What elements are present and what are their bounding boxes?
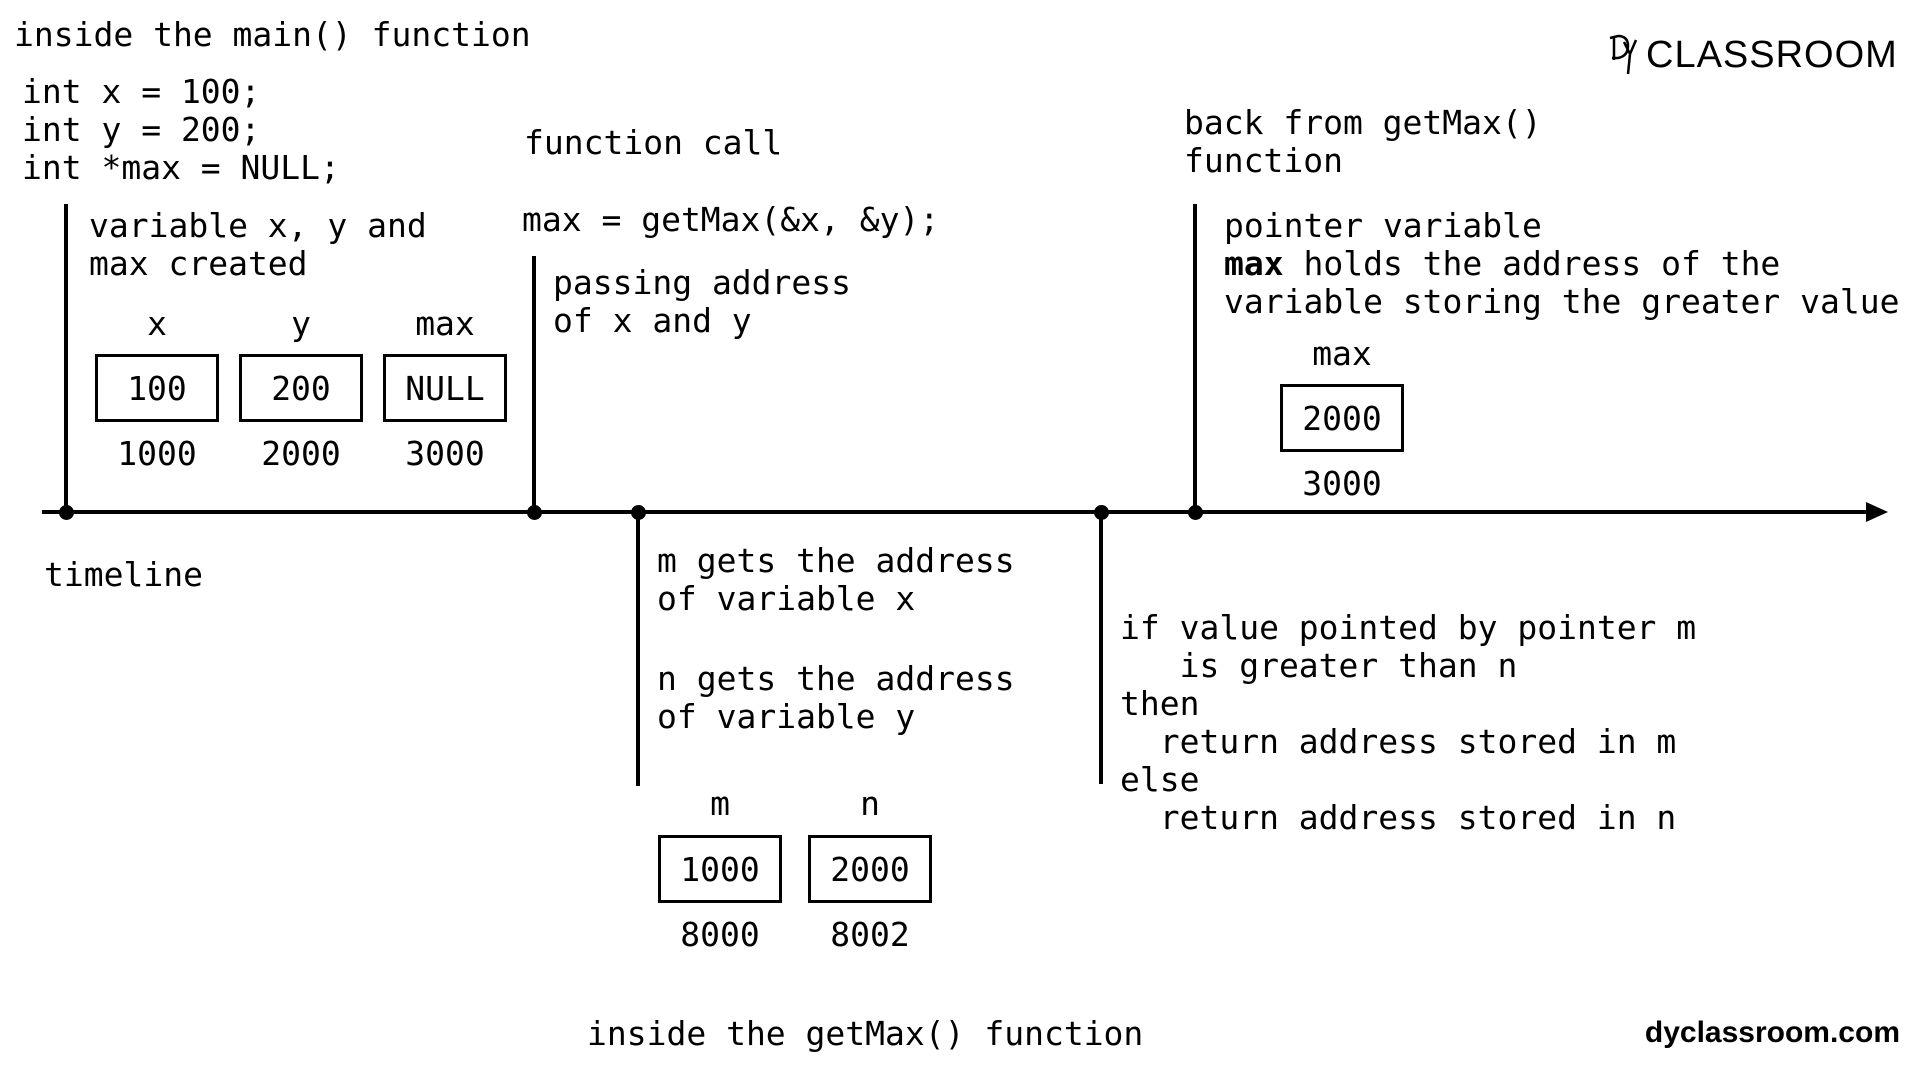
timeline-label: timeline — [44, 555, 203, 594]
var-m-box: 1000 — [658, 835, 782, 903]
var-m-value: 1000 — [680, 849, 760, 889]
stage5-marker — [1193, 204, 1197, 512]
stage3-dot — [631, 505, 646, 520]
function-call-code: max = getMax(&x, &y); — [522, 200, 940, 239]
var-n-name: n — [860, 784, 880, 823]
back-heading-line1: back from getMax() — [1184, 103, 1542, 142]
var-max-value: NULL — [405, 368, 485, 408]
stage3-note-m-line1: m gets the address — [657, 541, 1015, 580]
stage2-dot — [527, 505, 542, 520]
var-max-name: max — [415, 304, 475, 343]
stage4-marker — [1099, 512, 1103, 784]
var-x-name: x — [147, 304, 167, 343]
stage5-note-line1: pointer variable — [1224, 206, 1542, 245]
var-max-box: NULL — [383, 354, 507, 422]
stage2-marker — [532, 256, 536, 512]
stage3-note-n-line1: n gets the address — [657, 659, 1015, 698]
logic-line-4: return address stored in m — [1120, 722, 1677, 761]
var-y-name: y — [291, 304, 311, 343]
stage3-note-m-line2: of variable x — [657, 579, 916, 618]
var-y-box: 200 — [239, 354, 363, 422]
var-x-value: 100 — [127, 368, 187, 408]
var-max-address: 3000 — [405, 434, 485, 473]
code-line-max: int *max = NULL; — [22, 148, 340, 187]
stage2-note-line1: passing address — [553, 263, 852, 302]
back-heading-line2: function — [1184, 141, 1343, 180]
stage5-dot — [1188, 505, 1203, 520]
var-x-box: 100 — [95, 354, 219, 422]
stage5-note-line2-rest: holds the address of the — [1283, 244, 1781, 283]
stage5-note-line3: variable storing the greater value — [1224, 282, 1900, 321]
stage1-note-line1: variable x, y and — [89, 206, 427, 245]
getmax-footer: inside the getMax() function — [587, 1014, 1144, 1053]
dy-logo-icon — [1609, 34, 1638, 75]
var-n-value: 2000 — [830, 849, 910, 889]
logic-line-2: is greater than n — [1120, 646, 1518, 685]
var-x-address: 1000 — [117, 434, 197, 473]
stage1-marker — [64, 204, 68, 512]
logo-text: CLASSROOM — [1646, 34, 1898, 76]
var-y-value: 200 — [271, 368, 331, 408]
var-result-max-value: 2000 — [1302, 398, 1382, 438]
main-function-title: inside the main() function — [14, 15, 531, 54]
var-y-address: 2000 — [261, 434, 341, 473]
stage5-note-line2: max holds the address of the — [1224, 245, 1780, 283]
var-result-max-name: max — [1312, 334, 1372, 373]
timeline-arrowhead — [1866, 502, 1888, 522]
code-line-x: int x = 100; — [22, 72, 261, 111]
var-m-address: 8000 — [680, 915, 760, 954]
var-n-address: 8002 — [830, 915, 910, 954]
stage5-note-bold-max: max — [1224, 244, 1284, 283]
var-n-box: 2000 — [808, 835, 932, 903]
var-result-max-address: 3000 — [1302, 464, 1382, 503]
stage1-note-line2: max created — [89, 244, 308, 283]
code-line-y: int y = 200; — [22, 110, 261, 149]
stage2-note-line2: of x and y — [553, 301, 752, 340]
stage3-note-n-line2: of variable y — [657, 697, 916, 736]
var-m-name: m — [710, 784, 730, 823]
website-url: dyclassroom.com — [1644, 1016, 1900, 1049]
stage1-dot — [59, 505, 74, 520]
logic-line-5: else — [1120, 760, 1200, 799]
logic-line-3: then — [1120, 684, 1200, 723]
var-result-max-box: 2000 — [1280, 384, 1404, 452]
stage3-marker — [636, 512, 640, 786]
function-call-heading: function call — [524, 123, 783, 162]
logic-line-6: return address stored in n — [1120, 798, 1677, 837]
logic-line-1: if value pointed by pointer m — [1120, 608, 1697, 647]
stage4-dot — [1094, 505, 1109, 520]
